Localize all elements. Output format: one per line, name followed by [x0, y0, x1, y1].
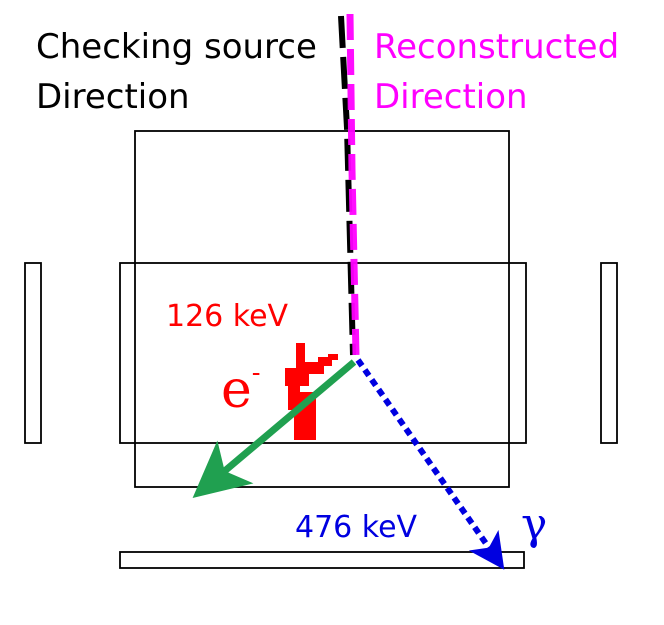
gamma-direction-arrow — [355, 358, 505, 570]
right-side-detector — [600, 262, 618, 444]
electron-symbol: e — [221, 360, 252, 420]
checking-source-label-line2: Direction — [36, 77, 190, 117]
left-side-detector — [24, 262, 42, 444]
reconstructed-direction-label-line2: Direction — [374, 77, 528, 117]
reconstructed-direction-label-line1: Reconstructed — [374, 27, 620, 67]
upper-detector-box — [134, 130, 510, 488]
electron-energy-label: 126 keV — [166, 299, 289, 334]
bottom-absorber-detector — [119, 551, 525, 569]
reconstructed-direction-line — [346, 13, 360, 356]
scatter-detector-box — [119, 262, 527, 444]
electron-charge: - — [251, 358, 261, 388]
gamma-symbol-label: γ — [521, 499, 548, 550]
electron-direction-arrow — [192, 359, 357, 499]
checking-source-label-line1: Checking source — [36, 27, 317, 67]
gamma-energy-label: 476 keV — [295, 510, 418, 545]
electron-symbol-label: e- — [221, 360, 261, 416]
electron-track-blob — [285, 343, 338, 440]
